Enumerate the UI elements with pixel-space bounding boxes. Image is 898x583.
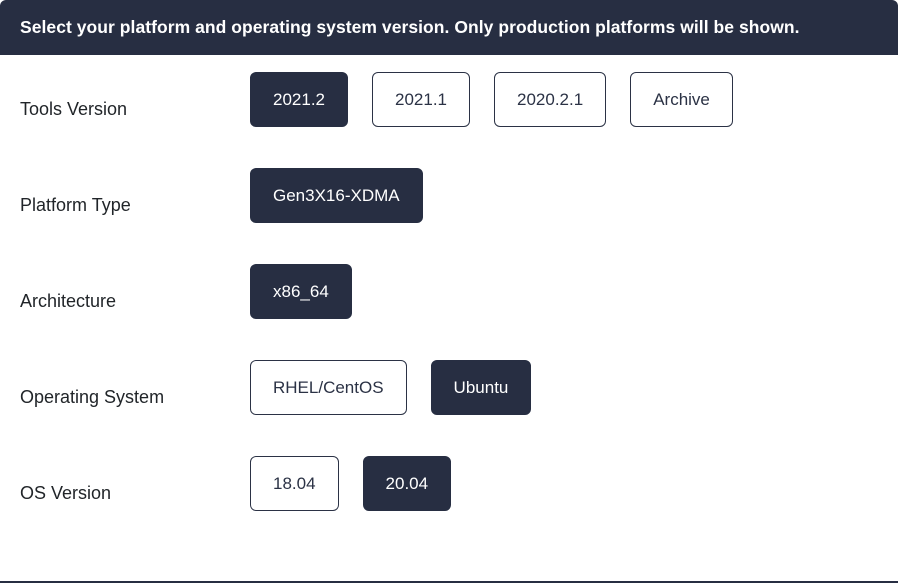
option-button-tools-version-1[interactable]: 2021.1: [372, 72, 470, 127]
selector-row-architecture: Architecture x86_64: [0, 247, 898, 343]
selector-row-operating-system: Operating System RHEL/CentOS Ubuntu: [0, 343, 898, 439]
row-label-platform-type: Platform Type: [20, 195, 131, 215]
option-button-architecture-0[interactable]: x86_64: [250, 264, 352, 319]
option-button-platform-type-0[interactable]: Gen3X16-XDMA: [250, 168, 423, 223]
row-options-architecture: x86_64: [250, 247, 898, 319]
option-button-tools-version-2[interactable]: 2020.2.1: [494, 72, 607, 127]
selector-row-tools-version: Tools Version 2021.2 2021.1 2020.2.1 Archive: [0, 55, 898, 151]
row-options-tools-version: 2021.2 2021.1 2020.2.1 Archive: [250, 55, 898, 127]
row-options-os-version: 18.04 20.04: [250, 439, 898, 511]
option-button-os-version-0[interactable]: 18.04: [250, 456, 339, 511]
selector-rows: Tools Version 2021.2 2021.1 2020.2.1 Archive…: [0, 55, 898, 535]
option-button-tools-version-0[interactable]: 2021.2: [250, 72, 348, 127]
option-button-operating-system-0[interactable]: RHEL/CentOS: [250, 360, 407, 415]
row-label-os-version: OS Version: [20, 483, 112, 503]
option-button-operating-system-1[interactable]: Ubuntu: [430, 360, 532, 415]
instruction-banner: Select your platform and operating syste…: [0, 0, 898, 55]
row-label-operating-system: Operating System: [20, 387, 165, 407]
row-options-platform-type: Gen3X16-XDMA: [250, 151, 898, 223]
option-button-tools-version-3[interactable]: Archive: [630, 72, 733, 127]
selector-row-os-version: OS Version 18.04 20.04: [0, 439, 898, 535]
row-label-architecture: Architecture: [20, 291, 117, 311]
option-button-os-version-1[interactable]: 20.04: [362, 456, 452, 511]
selector-row-platform-type: Platform Type Gen3X16-XDMA: [0, 151, 898, 247]
row-options-operating-system: RHEL/CentOS Ubuntu: [250, 343, 898, 415]
instruction-banner-text: Select your platform and operating syste…: [20, 17, 800, 37]
row-label-tools-version: Tools Version: [20, 99, 128, 119]
